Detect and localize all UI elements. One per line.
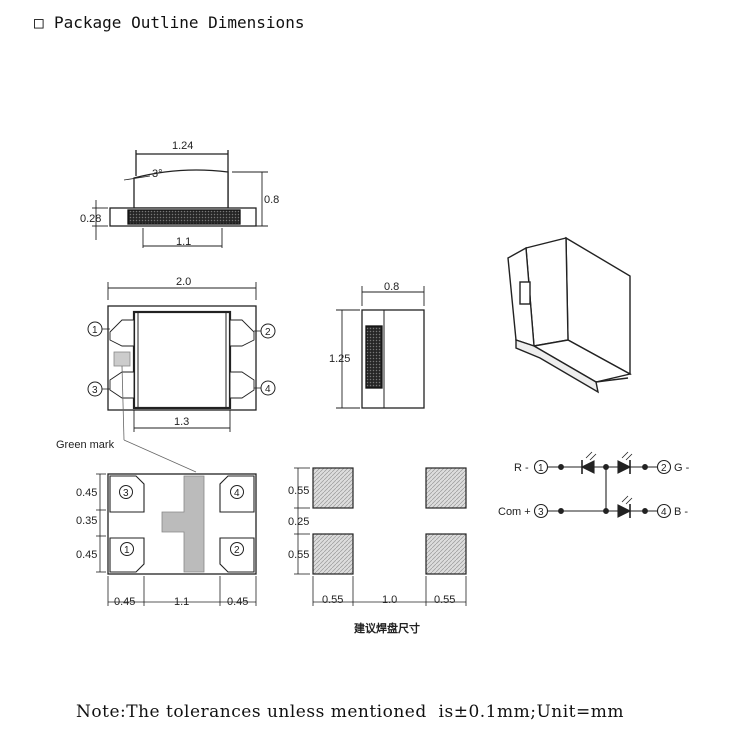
top-pin-3: 3 [92,385,98,396]
bottom-left-dim-2: 0.35 [76,515,97,527]
end-view [336,286,425,409]
side-height-label: 0.8 [264,194,279,206]
bottom-pin-2: 2 [234,545,240,556]
circuit-com-label: Com + [498,506,531,518]
end-height-label: 1.25 [329,353,350,365]
side-pad-height-label: 0.28 [80,213,101,225]
pad-dim-left: 0.55 [322,594,343,606]
circuit-b-label: B - [674,506,688,518]
pad-layout [294,467,467,606]
side-angle-label: 3° [152,168,163,180]
bottom-pin-1: 1 [124,545,130,556]
bottom-pin-4: 4 [234,488,240,499]
end-width-label: 0.8 [384,281,399,293]
side-width-label: 1.24 [172,140,193,152]
tolerance-note: Note:The tolerances unless mentioned is±… [76,702,624,722]
top-width-label: 2.0 [176,276,191,288]
green-mark-label: Green mark [56,439,115,451]
bottom-pin-3: 3 [123,488,129,499]
circuit-diagram [533,451,672,519]
pad-layout-caption: 建议焊盘尺寸 [354,621,420,635]
pad-dim-middle: 1.0 [382,594,397,606]
bottom-view [96,473,257,606]
circuit-pin-3: 3 [538,507,544,518]
bottom-dim-right: 0.45 [227,596,248,608]
circuit-r-label: R - [514,462,529,474]
top-pin-2: 2 [265,327,271,338]
bottom-left-dim-3: 0.45 [76,549,97,561]
pad-left-dim-2: 0.25 [288,516,309,528]
bottom-left-dim-1: 0.45 [76,487,97,499]
top-pin-1: 1 [92,325,98,336]
side-base-label: 1.1 [176,236,191,248]
package-3d-view [507,236,632,394]
pad-left-dim-1: 0.55 [288,485,309,497]
header-checkbox: □ [34,13,44,32]
page-title: Package Outline Dimensions [54,13,304,32]
top-view [87,282,276,473]
top-pin-4: 4 [265,384,271,395]
top-inner-label: 1.3 [174,416,189,428]
pad-dim-right: 0.55 [434,594,455,606]
circuit-pin-1: 1 [538,463,544,474]
bottom-dim-middle: 1.1 [174,596,189,608]
circuit-pin-4: 4 [661,507,667,518]
circuit-g-label: G - [674,462,690,474]
side-view [92,150,268,248]
circuit-pin-2: 2 [661,463,667,474]
bottom-dim-left: 0.45 [114,596,135,608]
pad-left-dim-3: 0.55 [288,549,309,561]
